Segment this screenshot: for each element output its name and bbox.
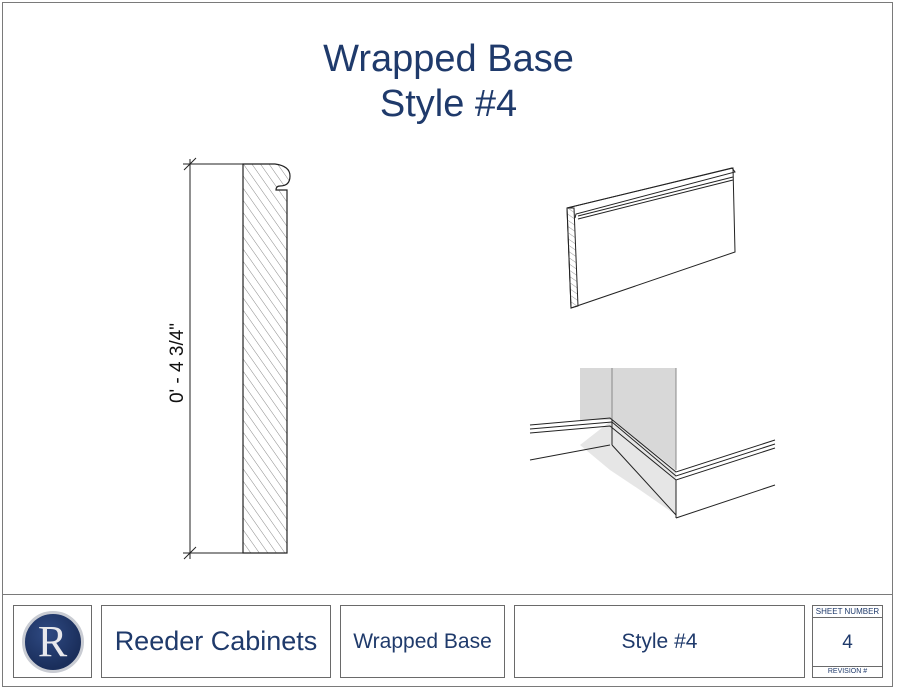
page-title: Wrapped Base [323, 38, 574, 80]
base-perspective-view [566, 167, 736, 309]
sheet-number-box: SHEET NUMBER 4 REVISION # [812, 605, 883, 678]
revision-label: REVISION # [813, 666, 882, 677]
logo-frame: R [13, 605, 92, 678]
drawing-style: Style #4 [514, 605, 805, 678]
logo-letter: R [37, 616, 68, 666]
sheet-number-label: SHEET NUMBER [813, 606, 882, 618]
dimension-line [183, 157, 253, 560]
installation-corner-view [529, 368, 776, 519]
dimension-label: 0' - 4 3/4" [167, 323, 188, 403]
drawing-name: Wrapped Base [340, 605, 505, 678]
company-name: Reeder Cabinets [101, 605, 331, 678]
sheet-number: 4 [842, 632, 853, 653]
company-logo: R [21, 610, 84, 673]
page-subtitle: Style #4 [379, 83, 518, 125]
title-block-divider [2, 594, 893, 595]
base-profile-section [242, 163, 291, 554]
